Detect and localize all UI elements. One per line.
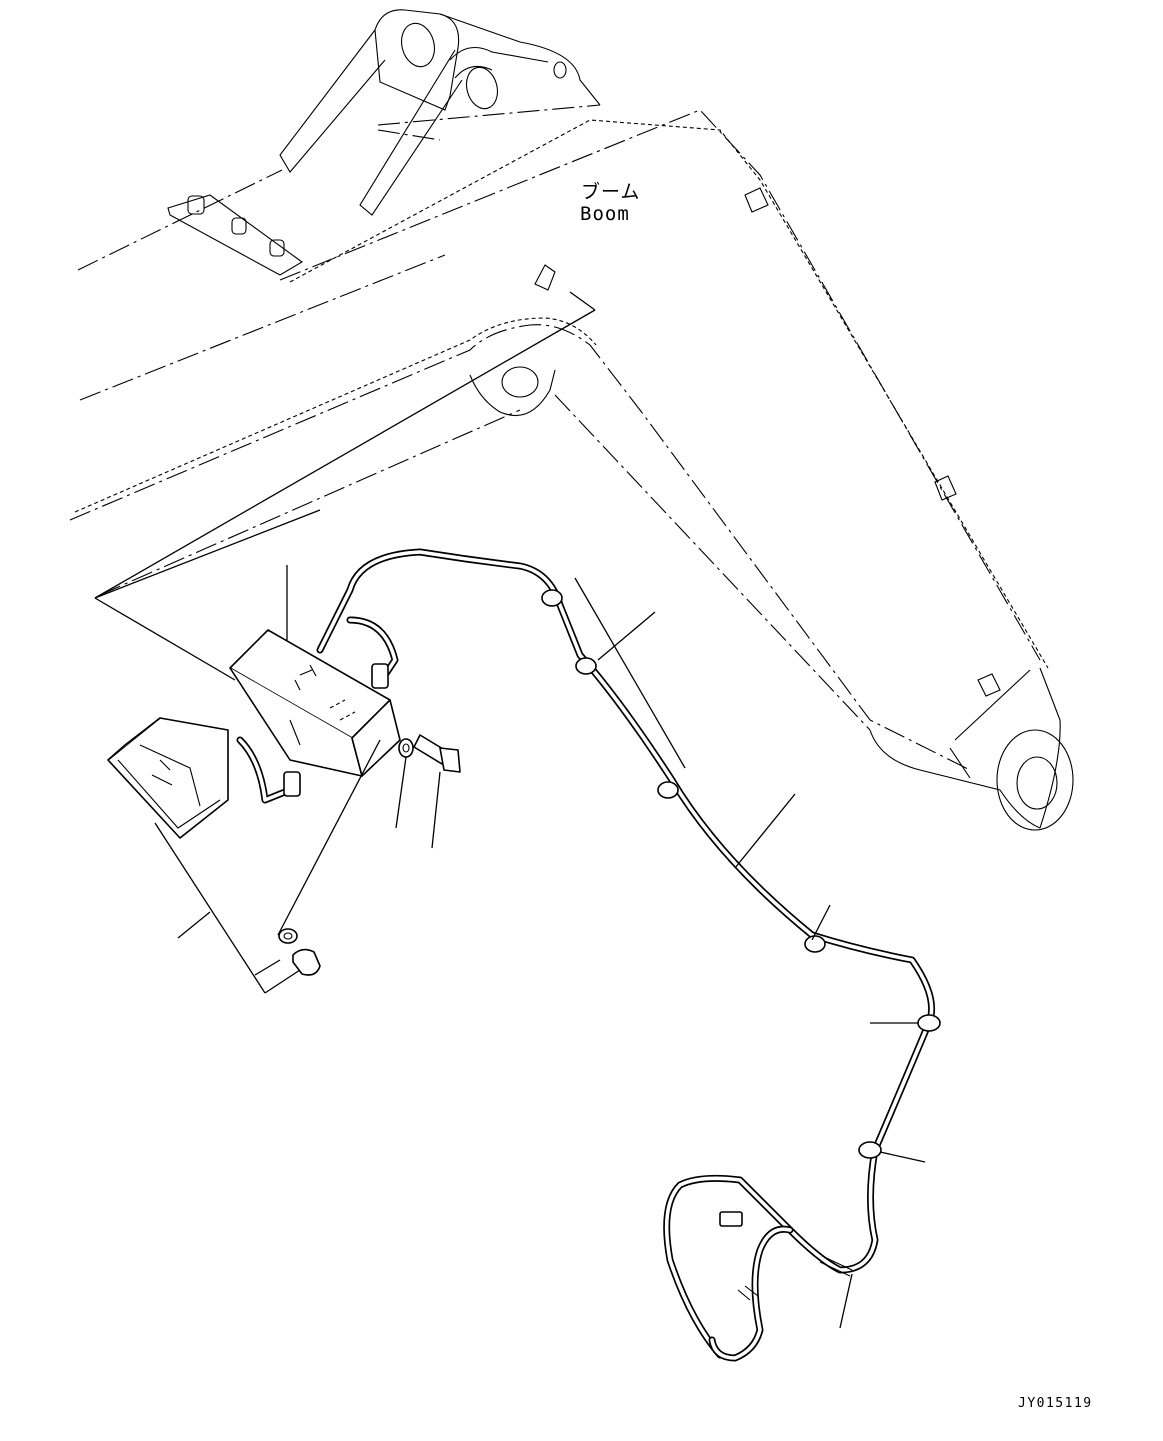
boom-label-english: Boom (580, 203, 630, 225)
hardware (278, 734, 461, 976)
drawing-number: JY015119 (1018, 1396, 1093, 1411)
wiring-harness (236, 548, 941, 1362)
leader-lines (94, 291, 926, 1329)
work-lamp (107, 717, 229, 839)
lamp-bracket (229, 629, 401, 777)
boom-label-japanese: ブーム (581, 181, 641, 203)
boom-structure (69, 9, 1074, 831)
